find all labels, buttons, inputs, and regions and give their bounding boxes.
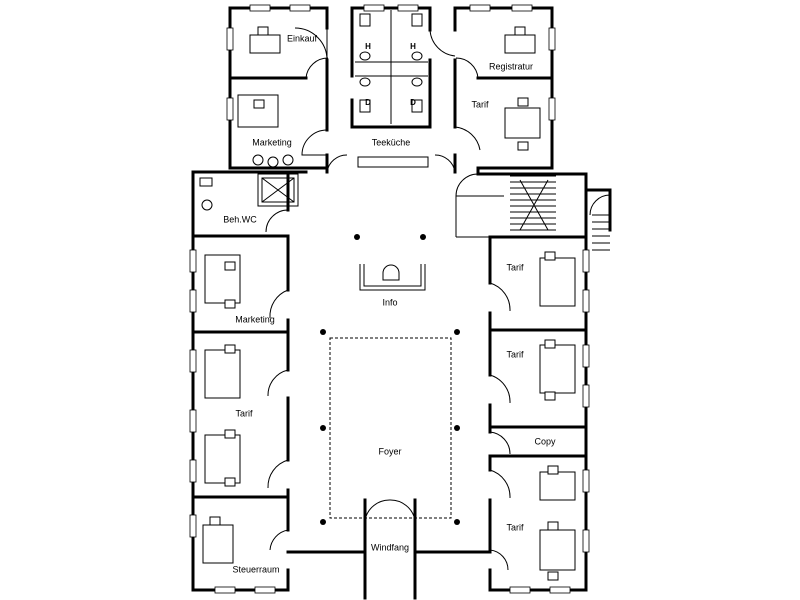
room-label-tarif-right-3: Tarif: [506, 522, 524, 532]
lift: [257, 173, 299, 207]
room-label-einkauf: Einkauf: [287, 33, 318, 43]
room-label-foyer: Foyer: [378, 446, 401, 456]
wc-label-d-left: D: [365, 98, 371, 107]
room-label-steuerraum: Steuerraum: [232, 564, 279, 574]
wc-label-d-right: D: [410, 98, 416, 107]
staircase: [510, 175, 610, 251]
room-label-copy: Copy: [534, 436, 556, 446]
room-label-marketing-top: Marketing: [252, 137, 292, 147]
walls: [191, 6, 612, 600]
columns: [320, 234, 460, 525]
foyer-area: [329, 337, 452, 519]
room-label-tarif-right-2: Tarif: [506, 349, 524, 359]
windows: [189, 4, 590, 594]
doors: [265, 27, 611, 571]
wc-labels: H H D D: [365, 42, 416, 107]
info-counter: [359, 264, 426, 291]
wc-label-h-left: H: [365, 42, 371, 51]
wc-label-h-right: H: [410, 42, 416, 51]
room-label-teekueche: Teeküche: [372, 137, 411, 147]
room-label-tarif-right-1: Tarif: [506, 262, 524, 272]
room-label-tarif-left: Tarif: [235, 408, 253, 418]
room-label-registratur: Registratur: [489, 61, 533, 71]
wc-fixtures: [355, 10, 429, 168]
room-labels: Einkauf Registratur Marketing Teeküche T…: [223, 33, 556, 574]
room-label-tarif-top-right: Tarif: [471, 99, 489, 109]
room-label-windfang: Windfang: [371, 542, 409, 552]
room-label-beh-wc: Beh.WC: [223, 214, 257, 224]
office-furniture: [199, 26, 576, 581]
room-label-info: Info: [382, 297, 397, 307]
room-label-marketing-left: Marketing: [235, 314, 275, 324]
